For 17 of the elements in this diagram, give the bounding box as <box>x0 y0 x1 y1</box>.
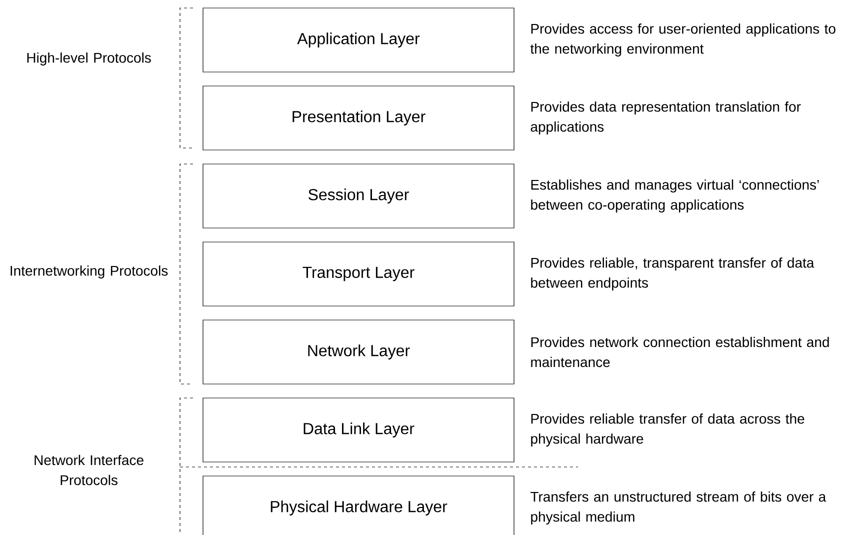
group-label: High-level Protocols <box>27 52 151 66</box>
description: Provides data representation translation for applications <box>530 101 801 135</box>
group-label: Network Interface Protocols <box>34 454 144 486</box>
description: Establishes and manages virtual ‘connections’ between co-operating applications <box>531 179 819 213</box>
layer-box: Application Layer <box>202 8 514 72</box>
layer-box: Physical Hardware Layer <box>202 476 514 535</box>
group-label: Internetworking Protocols <box>10 265 168 279</box>
description: Provides reliable, transparent transfer of data between endpoints <box>531 257 814 291</box>
layer-box: Data Link Layer <box>202 398 514 462</box>
layer-box: Session Layer <box>202 164 514 228</box>
layer-box: Presentation Layer <box>202 86 514 150</box>
layer-box: Network Layer <box>202 320 514 384</box>
layer-box: Transport Layer <box>202 242 514 306</box>
description: Transfers an unstructured stream of bits over a physical medium <box>530 491 826 524</box>
description: Provides reliable transfer of data across the physical hardware <box>531 413 804 447</box>
description: Provides access for user-oriented applications to the networking environment <box>530 23 836 57</box>
description: Provides network connection establishment and maintenance <box>531 336 829 368</box>
